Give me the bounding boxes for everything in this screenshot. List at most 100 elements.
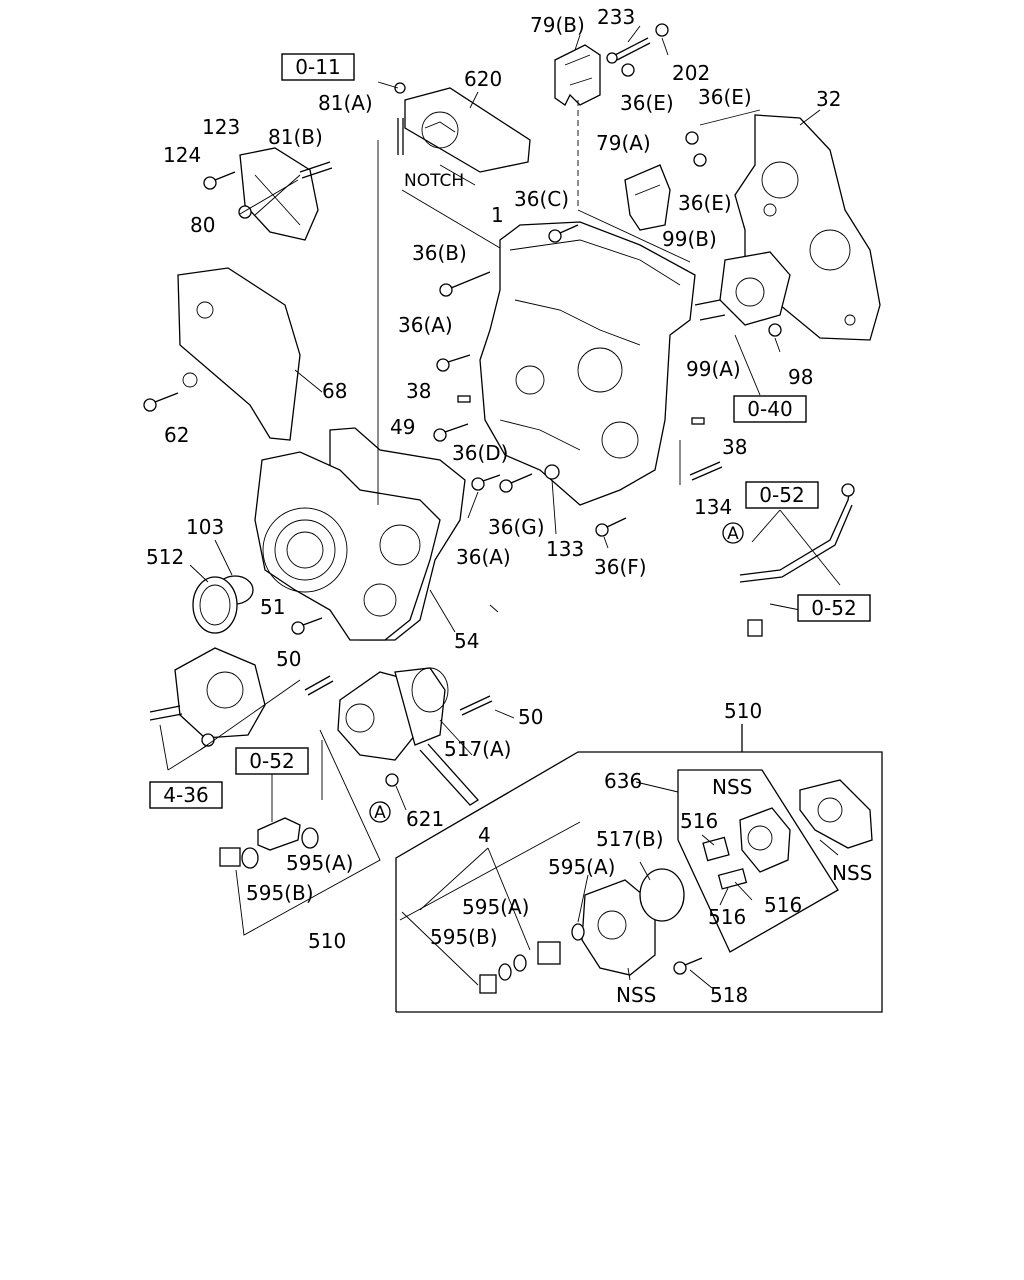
label-38-2: 38: [722, 435, 747, 459]
label-54: 54: [454, 629, 479, 653]
marker-a-1: A: [722, 522, 744, 544]
svg-text:0-52: 0-52: [249, 749, 294, 773]
label-134: 134: [694, 495, 732, 519]
svg-text:0-40: 0-40: [747, 397, 792, 421]
svg-text:4-36: 4-36: [163, 783, 208, 807]
label-124: 124: [163, 143, 201, 167]
label-79b: 79(B): [530, 13, 585, 37]
pump-4-36: [149, 647, 266, 747]
stud-134: [689, 461, 723, 481]
label-50-2: 50: [518, 705, 543, 729]
nut-133: [544, 464, 560, 480]
bracket-79b: [554, 44, 601, 106]
label-80: 80: [190, 213, 215, 237]
bolt-36g: [499, 473, 533, 493]
vane-516-a: [702, 836, 730, 862]
label-36f: 36(F): [594, 555, 647, 579]
label-62: 62: [164, 423, 189, 447]
pump-body-nss: [799, 779, 873, 849]
label-36e-1: 36(E): [620, 91, 674, 115]
label-595a-3: 595(A): [462, 895, 529, 919]
label-4: 4: [478, 823, 491, 847]
label-133: 133: [546, 537, 584, 561]
label-81a: 81(A): [318, 91, 373, 115]
label-nss-1: NSS: [712, 775, 752, 799]
label-nss-3: NSS: [616, 983, 656, 1007]
label-1: 1: [491, 203, 504, 227]
label-36a-2: 36(A): [456, 545, 511, 569]
bolt-62: [143, 392, 179, 412]
label-595b-1: 595(B): [246, 881, 314, 905]
label-620: 620: [464, 67, 502, 91]
vacuum-pump-510: [337, 667, 479, 806]
label-595b-2: 595(B): [430, 925, 498, 949]
label-202: 202: [672, 61, 710, 85]
nut-202: [655, 23, 669, 37]
label-510-top: 510: [724, 699, 762, 723]
svg-text:A: A: [374, 803, 386, 823]
label-518: 518: [710, 983, 748, 1007]
pin-38-left: [457, 395, 471, 403]
ref-box-4-36: 4-36: [149, 781, 223, 809]
label-36g: 36(G): [488, 515, 545, 539]
label-51: 51: [260, 595, 285, 619]
front-case-1: [479, 221, 696, 506]
bolt-233: [606, 37, 651, 64]
label-233: 233: [597, 5, 635, 29]
label-636: 636: [604, 769, 642, 793]
label-99a: 99(A): [686, 357, 741, 381]
fitting-4: [479, 923, 585, 994]
label-81b: 81(B): [268, 125, 323, 149]
ref-box-0-52-left: 0-52: [235, 747, 309, 775]
pump-99: [694, 251, 791, 326]
bolt-518: [673, 957, 703, 975]
plug-595b: [219, 847, 259, 869]
pin-38-right: [691, 417, 705, 425]
bolt-36a-lower: [471, 474, 501, 491]
nut-98: [768, 323, 782, 337]
label-36e-2: 36(E): [698, 85, 752, 109]
label-79a: 79(A): [596, 131, 651, 155]
marker-a-2: A: [369, 801, 391, 823]
bolt-36c: [548, 224, 579, 243]
nut-621: [385, 773, 399, 787]
label-510-bottom: 510: [308, 929, 346, 953]
oring-512: [192, 576, 238, 634]
bracket-68: [177, 267, 301, 441]
pipe-0-52: [739, 483, 855, 637]
label-50-1: 50: [276, 647, 301, 671]
label-99b: 99(B): [662, 227, 717, 251]
bolt-36e-low: [693, 153, 707, 167]
label-49: 49: [390, 415, 415, 439]
bolt-36e-top: [621, 63, 635, 77]
label-32: 32: [816, 87, 841, 111]
ref-box-0-52-right: 0-52: [797, 594, 871, 622]
bolt-51: [291, 617, 323, 635]
label-36d: 36(D): [452, 441, 508, 465]
label-103: 103: [186, 515, 224, 539]
svg-text:0-11: 0-11: [295, 55, 340, 79]
label-38-1: 38: [406, 379, 431, 403]
label-517b: 517(B): [596, 827, 664, 851]
svg-text:A: A: [727, 524, 739, 544]
label-512: 512: [146, 545, 184, 569]
assembly-box-636: [677, 769, 839, 953]
label-123: 123: [202, 115, 240, 139]
label-516-3: 516: [708, 905, 746, 929]
svg-text:0-52: 0-52: [759, 483, 804, 507]
housing-517b: [581, 868, 685, 976]
svg-text:0-52: 0-52: [811, 596, 856, 620]
label-36a-1: 36(A): [398, 313, 453, 337]
bracket-79a: [624, 164, 671, 231]
label-621: 621: [406, 807, 444, 831]
rotor-nss: [739, 807, 791, 873]
assembly-box-510: [395, 751, 883, 1013]
label-516-2: 516: [764, 893, 802, 917]
stud-50-right: [459, 695, 493, 716]
leader-510-bottom: [235, 729, 381, 936]
bolt-36e-mid: [685, 131, 699, 145]
label-nss-2: NSS: [832, 861, 872, 885]
fitting-0-52: [257, 817, 319, 851]
cover-123: [239, 147, 319, 241]
